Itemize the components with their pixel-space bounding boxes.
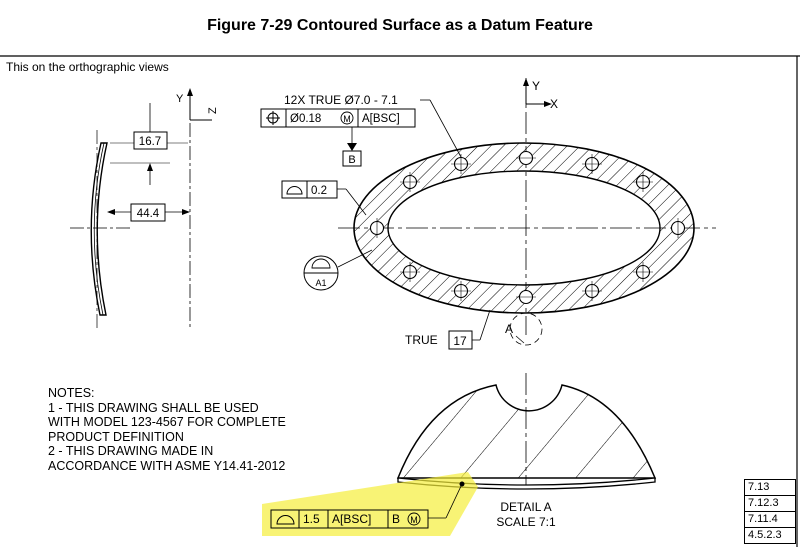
detail-scale: SCALE 7:1 [496, 515, 556, 529]
detail-highlight [262, 472, 478, 536]
surface-profile-icon [286, 186, 303, 195]
true-dim-value: 17 [453, 334, 467, 348]
dim-16-7-box [133, 131, 168, 150]
reference-cell: 7.12.3 [744, 495, 796, 511]
detail-datum-a: A[BSC] [332, 512, 371, 526]
reference-table: 7.13 7.12.3 7.11.4 4.5.2.3 [744, 479, 796, 544]
detail-profile-icon [276, 515, 295, 525]
front-view: Y X 12X TRUE Ø7.0 - 7.1 Ø0.18 M A[BSC] B [260, 78, 716, 350]
page-title: Figure 7-29 Contoured Surface as a Datum… [207, 17, 593, 34]
datum-target-label: A1 [315, 278, 326, 288]
notes-block: NOTES: 1 - THIS DRAWING SHALL BE USED WI… [48, 386, 286, 473]
true-label: TRUE [405, 333, 438, 347]
notes-line: PRODUCT DEFINITION [48, 429, 184, 444]
front-axis-x: X [550, 97, 558, 111]
side-axis-z: Z [207, 107, 219, 114]
notes-line: 2 - THIS DRAWING MADE IN [48, 444, 214, 458]
detail-modifier: M [410, 515, 418, 525]
detail-a-marker: A [505, 322, 513, 336]
reference-cell: 7.13 [744, 479, 796, 495]
datum-b-label: B [348, 154, 355, 166]
detail-a-view: 1.5 A[BSC] B M DETAIL A SCALE 7:1 [262, 373, 657, 536]
reference-cell: 4.5.2.3 [744, 527, 796, 544]
detail-profile-frame: 1.5 A[BSC] B M [270, 509, 429, 529]
reference-cell: 7.11.4 [744, 511, 796, 527]
side-view: Y Z 16.7 44.4 [70, 88, 219, 330]
datum-b-box [342, 150, 362, 167]
side-axis-y: Y [176, 93, 184, 105]
detail-section [396, 384, 657, 479]
profile-tolerance: 0.2 [311, 185, 327, 197]
detail-profile-tol: 1.5 [303, 512, 320, 526]
front-axis-y: Y [532, 79, 540, 93]
position-modifier: M [343, 114, 351, 124]
position-control-frame: Ø0.18 M A[BSC] [260, 108, 416, 128]
dim-44-4-box [130, 203, 166, 222]
dim-16-7: 16.7 [139, 136, 161, 148]
detail-datum-b: B [392, 512, 400, 526]
notes-line: ACCORDANCE WITH ASME Y14.41-2012 [48, 458, 286, 473]
detail-name: DETAIL A [500, 500, 551, 514]
notes-line: WITH MODEL 123-4567 FOR COMPLETE [48, 415, 286, 429]
notes-heading: NOTES: [48, 386, 95, 400]
notes-line: 1 - THIS DRAWING SHALL BE USED [48, 400, 259, 415]
profile-control-frame: 0.2 [281, 180, 338, 199]
hole-callout: 12X TRUE Ø7.0 - 7.1 [284, 93, 398, 107]
side-view-part [90, 142, 108, 316]
frame-label: This on the orthographic views [6, 60, 169, 74]
position-tolerance: Ø0.18 [290, 113, 321, 125]
position-datums: A[BSC] [362, 113, 400, 125]
dim-44-4: 44.4 [137, 208, 160, 220]
